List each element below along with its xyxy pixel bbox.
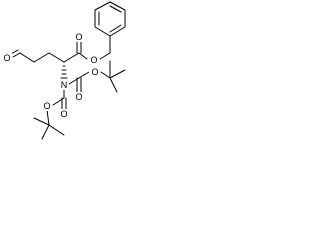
aldehyde-double-2: [10, 49, 19, 55]
beta-to-gamma-bond: [33, 52, 50, 63]
boc1-tbu-methyl-2: [109, 69, 126, 79]
alpha-to-beta-bond: [48, 52, 65, 63]
carbonyl-to-alpha-bond: [63, 52, 80, 63]
ch2-to-ester-o-bond: [99, 52, 111, 60]
boc1-tbu-methyl-3: [109, 77, 118, 93]
boc1-o-to-tbu-bond: [100, 71, 111, 79]
boc2-tbu-methyl-3: [41, 124, 50, 140]
structure-diagram: O O O N O O O O: [2, 1, 126, 140]
aldehyde-o-label: O: [3, 53, 10, 63]
gamma-to-cho-bond: [19, 52, 35, 63]
boc2-ether-o-label: O: [43, 101, 50, 111]
stereo-hash-wedge: [60, 65, 68, 79]
ring-double-bond-1: [109, 5, 122, 13]
atom-labels: O O O N O O O O: [2, 32, 100, 119]
boc1-c-to-o-bond: [78, 71, 90, 79]
ester-carbonyl-o-label: O: [75, 32, 82, 42]
benzene-ring: [94, 1, 126, 37]
ester-o-to-carbonyl-bond: [78, 52, 88, 60]
boc2-o-to-tbu-bond: [46, 109, 50, 126]
ring-double-bond-2: [109, 24, 122, 33]
boc1-carbonyl-o-label: O: [75, 92, 82, 102]
nitrogen-label: N: [61, 80, 68, 90]
boc1-ether-o-label: O: [91, 67, 98, 77]
ester-ether-o-label: O: [90, 55, 97, 65]
boc2-tbu-methyl-2: [33, 117, 50, 126]
aldehyde-double-1: [12, 52, 21, 58]
boc2-carbonyl-o-label: O: [60, 109, 67, 119]
boc2-tbu-methyl-1: [48, 124, 65, 136]
